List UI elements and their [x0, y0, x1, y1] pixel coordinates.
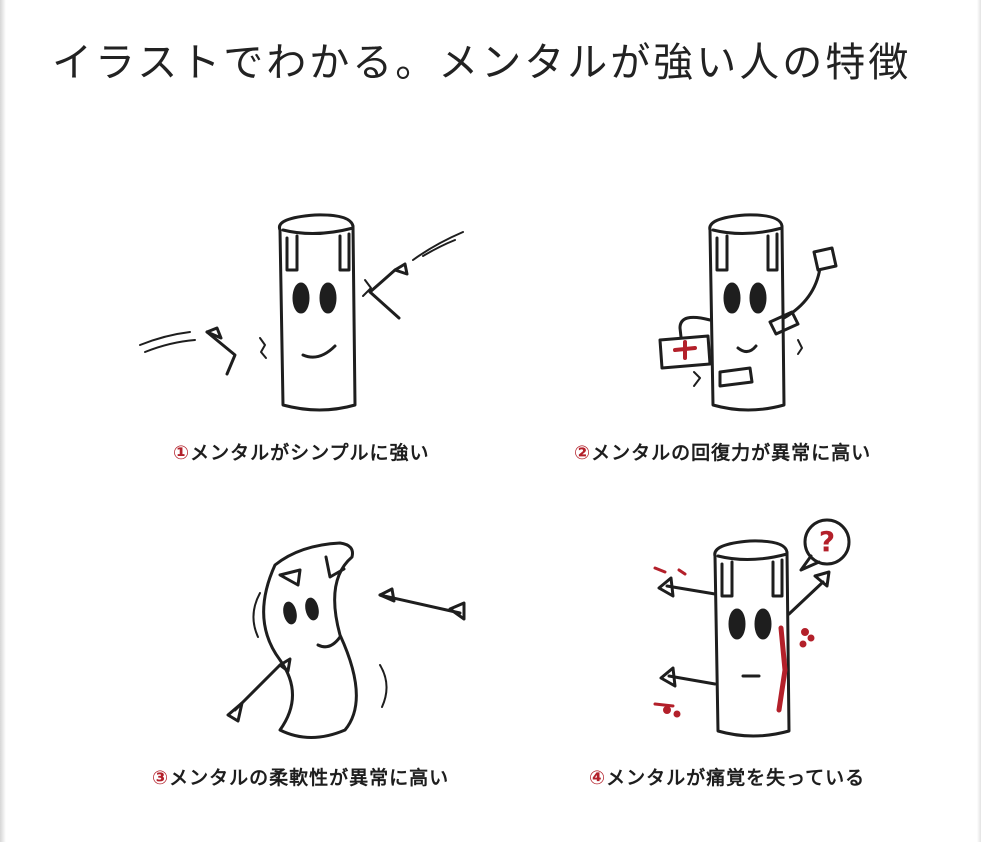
panel-3-caption: ③メンタルの柔軟性が異常に高い — [152, 763, 502, 790]
panel-1: ①メンタルがシンプルに強い — [135, 200, 505, 470]
panel-4: ? ④メンタルが痛覚を失っている — [575, 510, 915, 795]
right-edge-shadow — [977, 0, 981, 842]
panel-2-caption: ②メンタルの回復力が異常に高い — [574, 438, 904, 465]
tofu-character-bandages-illustration — [570, 200, 910, 440]
panel-2-number: ② — [574, 442, 592, 464]
left-edge-shadow — [0, 0, 6, 842]
panel-3: ③メンタルの柔軟性が異常に高い — [130, 525, 510, 795]
panel-3-number: ③ — [152, 767, 170, 789]
panel-4-number: ④ — [589, 767, 607, 789]
panel-4-text: メンタルが痛覚を失っている — [606, 767, 866, 789]
page-title: イラストでわかる。メンタルが強い人の特徴 — [52, 40, 912, 86]
panel-1-caption: ①メンタルがシンプルに強い — [173, 438, 493, 465]
panel-3-text: メンタルの柔軟性が異常に高い — [169, 767, 450, 789]
panel-2: ②メンタルの回復力が異常に高い — [570, 200, 910, 470]
panel-4-caption: ④メンタルが痛覚を失っている — [589, 763, 919, 790]
panel-1-text: メンタルがシンプルに強い — [190, 442, 430, 464]
speech-bubble-question: ? — [819, 525, 835, 558]
panel-2-text: メンタルの回復力が異常に高い — [591, 442, 872, 464]
tofu-character-bending-illustration — [130, 525, 510, 765]
tofu-character-arrows-illustration — [135, 200, 505, 440]
tofu-character-pierced-illustration: ? — [575, 510, 915, 760]
panel-1-number: ① — [173, 442, 191, 464]
